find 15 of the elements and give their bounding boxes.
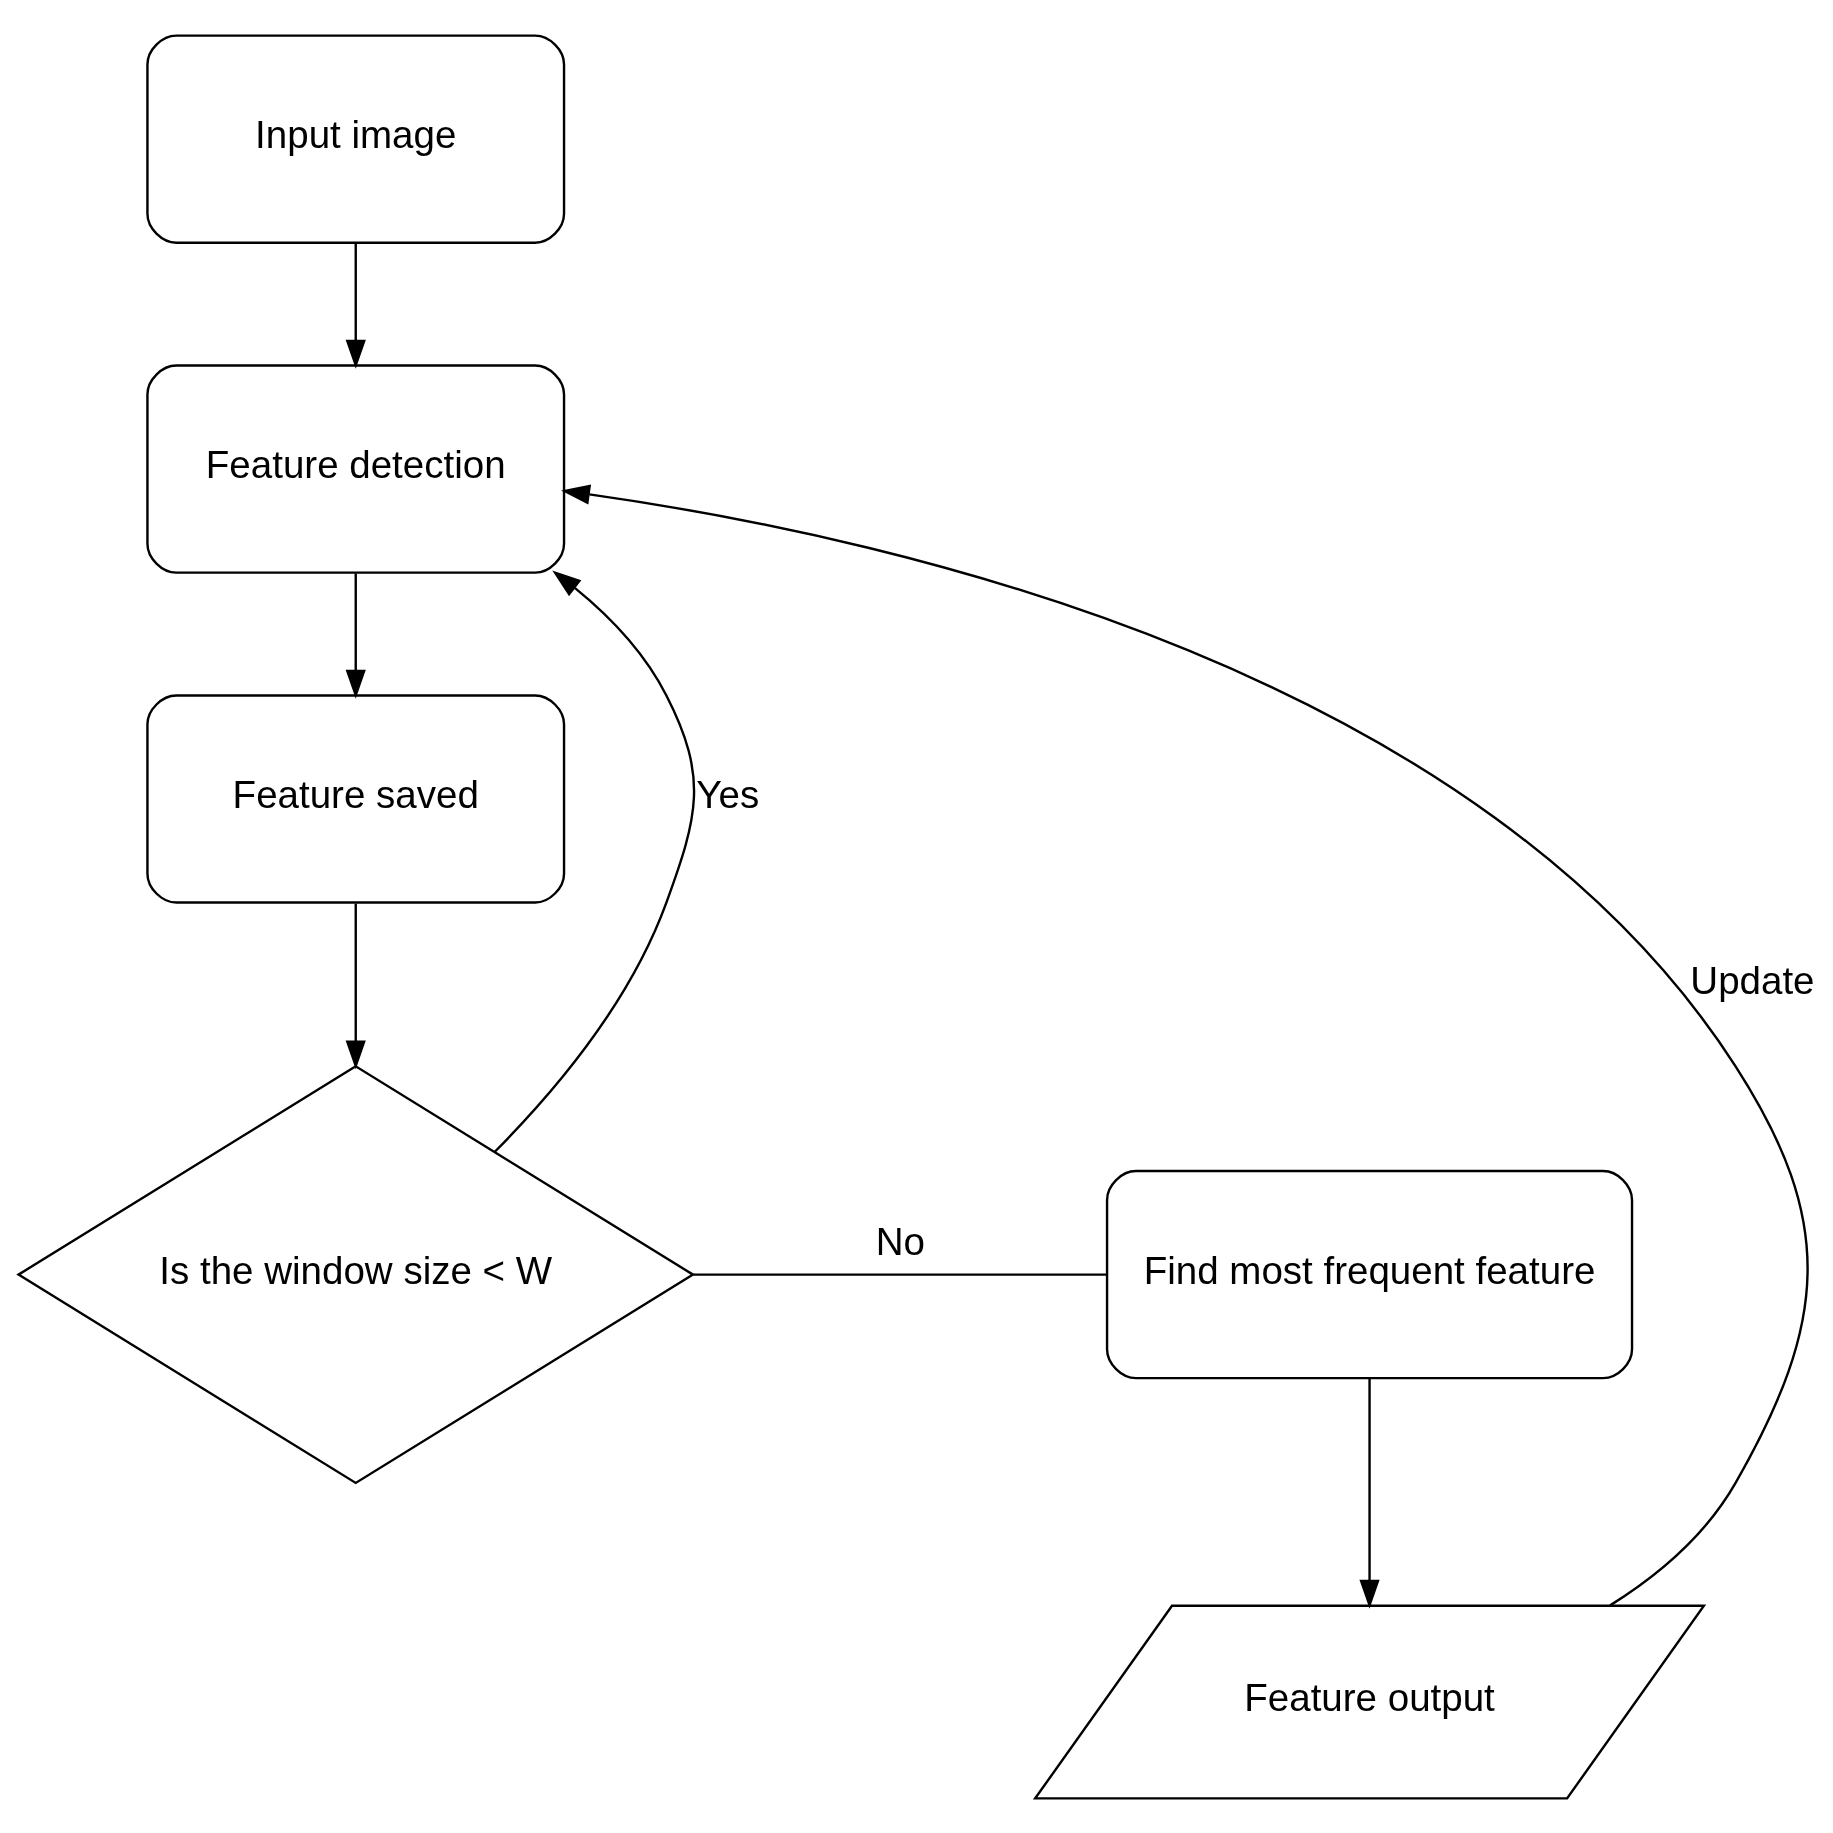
node-box: Input image: [146, 33, 566, 244]
arrow: [561, 483, 1809, 1606]
connector: [693, 1272, 1107, 1276]
node-box: Feature saved: [146, 693, 566, 904]
arrow: [345, 243, 366, 369]
node-diamond: Is the window size < W: [16, 1064, 696, 1484]
arrow: [1359, 1377, 1380, 1609]
node-box: Feature detection: [146, 363, 566, 574]
edge-label: No: [875, 1219, 925, 1263]
edge-label: Update: [1690, 958, 1815, 1002]
arrow: [345, 572, 366, 699]
arrow: [345, 903, 366, 1069]
node-box: Find most frequent feature: [1105, 1169, 1634, 1379]
edge-label: Yes: [696, 772, 760, 816]
arrow: [493, 570, 696, 1153]
